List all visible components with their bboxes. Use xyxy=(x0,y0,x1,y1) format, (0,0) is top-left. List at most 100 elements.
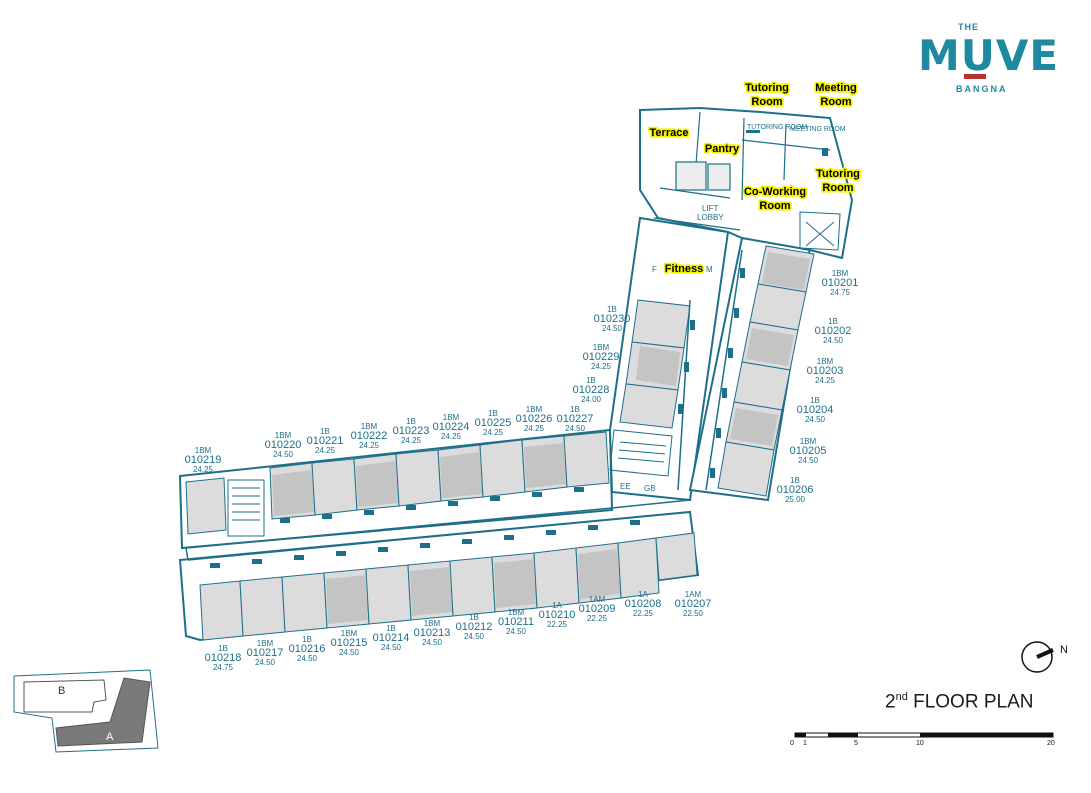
unit-number: 010212 xyxy=(456,621,493,633)
unit-type: 1BM xyxy=(195,446,212,455)
unit-type: 1B xyxy=(810,396,820,405)
unit-area: 24.50 xyxy=(422,638,443,647)
north-label: N xyxy=(1060,644,1068,656)
unit-number: 010215 xyxy=(331,637,368,649)
logo-location: BANGNA xyxy=(956,84,1008,94)
key-plan-building-a: A xyxy=(106,731,114,743)
unit-area: 24.50 xyxy=(602,324,623,333)
tower-rooms xyxy=(653,111,831,231)
unit-area: 24.25 xyxy=(815,376,836,385)
unit-number: 010205 xyxy=(790,445,827,457)
unit-number: 010224 xyxy=(433,421,470,433)
unit-type: 1BM xyxy=(341,629,358,638)
meeting-room-small-label: MEETING ROOM xyxy=(790,126,846,133)
unit-type: 1B xyxy=(320,427,330,436)
corridors xyxy=(185,249,743,561)
unit-area: 22.25 xyxy=(633,609,654,618)
unit-type: 1BM xyxy=(257,639,274,648)
unit-number: 010210 xyxy=(539,609,576,621)
unit-type: 1BM xyxy=(508,608,525,617)
unit-area: 24.50 xyxy=(565,424,586,433)
fitness-small-label: F xyxy=(652,265,657,274)
unit-type: 1B xyxy=(828,317,838,326)
facility-meeting-room-2: Room xyxy=(820,96,851,108)
unit-area: 24.50 xyxy=(805,415,826,424)
unit-type: 1B xyxy=(302,635,312,644)
facility-fitness: Fitness xyxy=(665,263,704,275)
unit-area: 24.50 xyxy=(506,627,527,636)
unit-type: 1BM xyxy=(275,431,292,440)
unit-area: 24.50 xyxy=(798,456,819,465)
unit-number: 010228 xyxy=(573,384,610,396)
scale-tick-10: 10 xyxy=(916,740,924,747)
ee-label: EE xyxy=(620,482,631,491)
unit-number: 010225 xyxy=(475,417,512,429)
unit-number: 010201 xyxy=(822,277,859,289)
unit-type: 1BM xyxy=(361,422,378,431)
unit-type: 1B xyxy=(570,405,580,414)
north-arrow-icon: N xyxy=(1021,641,1068,673)
unit-area: 24.25 xyxy=(441,432,462,441)
unit-labels: 1BM01020124.751B01020224.501BM01020324.2… xyxy=(185,269,859,672)
plan-title-ordinal: 2 xyxy=(885,691,896,713)
facility-labels: Tutoring Room Meeting Room Terrace Pantr… xyxy=(648,80,862,277)
plan-title-suffix: nd xyxy=(895,691,908,703)
logo-the: THE xyxy=(958,22,979,32)
fitness-small-label-2: M xyxy=(706,265,713,274)
scale-tick-5: 5 xyxy=(854,740,858,747)
unit-type: 1B xyxy=(386,624,396,633)
unit-number: 010204 xyxy=(797,404,834,416)
unit-number: 010221 xyxy=(307,435,344,447)
unit-number: 010230 xyxy=(594,313,631,325)
unit-area: 24.25 xyxy=(359,441,380,450)
unit-type: 1B xyxy=(790,476,800,485)
key-plan: B A xyxy=(13,669,159,753)
unit-number: 010227 xyxy=(557,413,594,425)
unit-number: 010226 xyxy=(516,413,553,425)
fixtures xyxy=(210,130,828,568)
lift-lobby-label-2: LOBBY xyxy=(697,213,724,222)
unit-number: 010219 xyxy=(185,454,222,466)
unit-type: 1B xyxy=(488,409,498,418)
unit-number: 010208 xyxy=(625,598,662,610)
unit-area: 24.00 xyxy=(581,395,602,404)
unit-area: 24.75 xyxy=(213,663,234,672)
unit-area: 24.25 xyxy=(193,465,214,474)
unit-area: 25.00 xyxy=(785,495,806,504)
unit-type: 1A xyxy=(552,601,562,610)
unit-number: 010213 xyxy=(414,627,451,639)
unit-area: 22.25 xyxy=(547,620,568,629)
scale-tick-20: 20 xyxy=(1047,740,1055,747)
unit-number: 010207 xyxy=(675,598,712,610)
unit-area: 24.50 xyxy=(297,654,318,663)
unit-type: 1A xyxy=(638,590,648,599)
facility-tutoring-room-top-2: Room xyxy=(751,96,782,108)
unit-area: 24.50 xyxy=(381,643,402,652)
stair-cores xyxy=(227,211,841,537)
unit-number: 010211 xyxy=(498,616,534,628)
facility-tutoring-room-right-2: Room xyxy=(822,182,853,194)
logo-accent-bar xyxy=(964,74,986,79)
unit-type: 1BM xyxy=(526,405,543,414)
unit-number: 010214 xyxy=(373,632,410,644)
unit-area: 24.25 xyxy=(591,362,612,371)
